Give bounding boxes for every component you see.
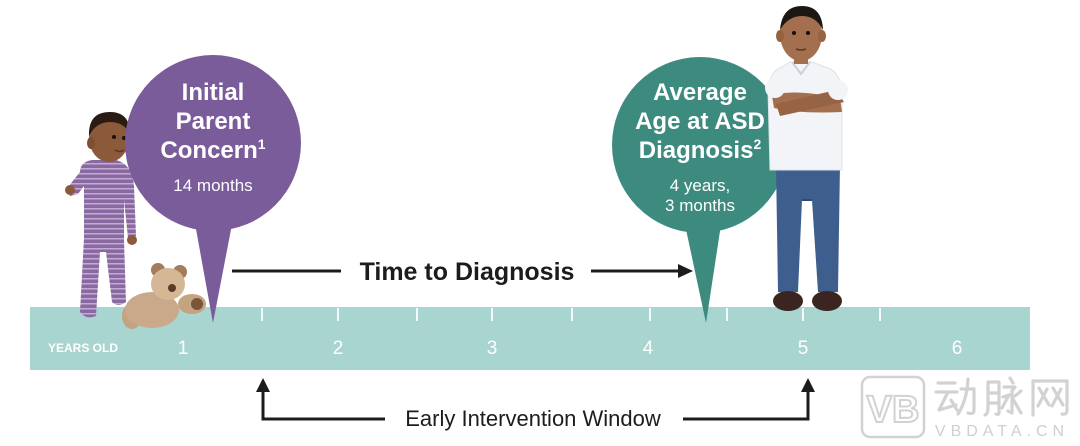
teddy-bear-photo (122, 263, 206, 329)
concern-title-line-2: Parent (176, 108, 251, 135)
concern-age: 14 months (173, 176, 252, 195)
toddler-mouth (114, 149, 125, 153)
bubble-pointer (684, 218, 722, 323)
toddler-eye (122, 136, 126, 140)
year-label-2: 2 (333, 338, 344, 359)
boy-jeans (776, 165, 840, 292)
diagnosis-title-line-1: Average (653, 79, 747, 106)
year-label-6: 6 (952, 338, 963, 359)
boy-shoe (812, 291, 842, 311)
teddy-body (125, 292, 179, 328)
concern-title-line-1: Initial (182, 79, 245, 106)
time-to-diagnosis-arrow: Time to Diagnosis (232, 258, 693, 286)
concern-title-word: Concern (160, 137, 257, 164)
boy-sleeve (828, 80, 848, 100)
year-label-3: 3 (487, 338, 498, 359)
toddler-hair (88, 112, 130, 136)
bracket-right-line (683, 390, 810, 421)
concern-footnote-marker: 1 (258, 136, 266, 152)
year-label-1: 1 (178, 338, 189, 359)
watermark-logo-text: VB (867, 389, 920, 431)
timeline-ticks (261, 308, 881, 321)
initial-parent-concern-bubble (125, 55, 301, 323)
watermark-logo-frame (860, 375, 926, 439)
boy-hair (780, 6, 823, 30)
toddler-hand (65, 185, 75, 195)
bracket-left-line (261, 390, 385, 421)
bubble-pointer (194, 214, 234, 323)
boy-photo (765, 6, 848, 311)
arrow-head-right-icon (678, 264, 693, 278)
teddy-head (151, 268, 185, 300)
bubble-circle (125, 55, 301, 231)
boy-eye (806, 31, 810, 35)
diagnosis-age-line-2: 3 months (665, 196, 735, 215)
boy-eye (792, 31, 796, 35)
year-label-4: 4 (643, 338, 654, 359)
diagnosis-footnote-marker: 2 (753, 136, 761, 152)
diagnosis-title-word: Diagnosis (639, 137, 754, 164)
concern-title-line-3: Concern1 (160, 136, 265, 164)
year-labels: 1 2 3 4 5 6 (178, 338, 963, 359)
boy-mouth (795, 48, 807, 51)
toddler-ear (87, 137, 95, 149)
year-label-5: 5 (798, 338, 809, 359)
boy-shirt (767, 61, 843, 171)
arrow-up-left-icon (256, 378, 270, 392)
toddler-onesie (68, 160, 136, 318)
bubble-circle (612, 57, 788, 233)
watermark-chinese-logotype (934, 376, 1069, 417)
boy-collar (791, 61, 811, 76)
boy-sleeve (765, 78, 785, 98)
teddy-paw-pad (191, 298, 203, 310)
average-diagnosis-bubble (612, 57, 788, 323)
toddler-eye (112, 135, 116, 139)
diagnosis-title-line-2: Age at ASD (635, 108, 765, 135)
toddler-hand (127, 235, 137, 245)
boy-ear (776, 30, 784, 42)
watermark: VB VBDATA.CN (860, 375, 1069, 440)
diagnosis-title-line-3: Diagnosis2 (639, 136, 762, 164)
time-to-diagnosis-label: Time to Diagnosis (360, 258, 575, 286)
boy-ear (818, 30, 826, 42)
early-intervention-bracket: Early Intervention Window (256, 378, 815, 431)
boy-shoe (773, 291, 803, 311)
boy-arm (776, 90, 844, 116)
axis-label-years-old: YEARS OLD (48, 341, 118, 355)
arrow-up-right-icon (801, 378, 815, 392)
early-intervention-label: Early Intervention Window (405, 406, 661, 431)
toddler-photo (65, 112, 137, 318)
boy-head (780, 7, 822, 61)
toddler-head (89, 114, 129, 162)
timeline-bar (30, 307, 1030, 370)
watermark-domain: VBDATA.CN (935, 423, 1069, 440)
diagnosis-age-line-1: 4 years, (670, 176, 730, 195)
teddy-nose (168, 284, 176, 292)
